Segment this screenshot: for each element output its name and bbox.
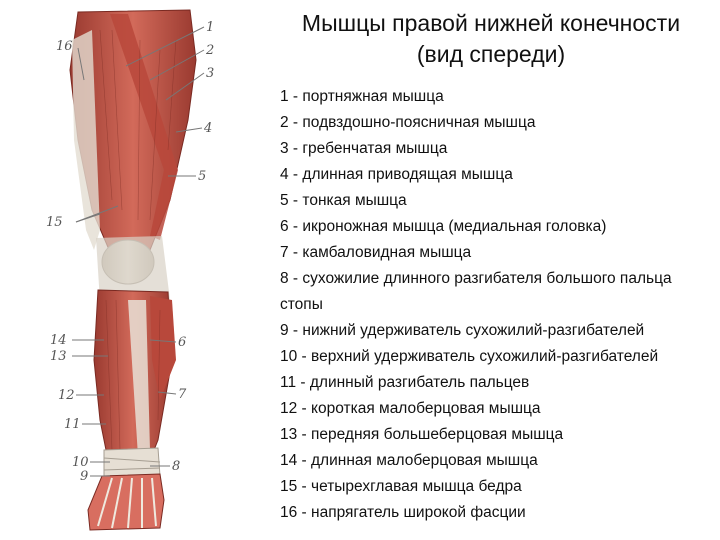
legend-item: 14 - длинная малоберцовая мышца — [280, 448, 716, 474]
legend-item: 2 - подвздошно-поясничная мышца — [280, 110, 716, 136]
figure-number-11: 11 — [64, 417, 81, 432]
legend-item: 7 - камбаловидная мышца — [280, 240, 716, 266]
figure-number-7: 7 — [178, 387, 187, 402]
retinaculum-shape — [104, 448, 160, 478]
legend-item: 3 - гребенчатая мышца — [280, 136, 716, 162]
legend-item: 10 - верхний удерживатель сухожилий-разг… — [280, 344, 716, 370]
title-line-1: Мышцы правой нижней конечности — [262, 8, 720, 39]
title-line-2: (вид спереди) — [262, 39, 720, 70]
legend-item: 16 - напрягатель широкой фасции — [280, 500, 716, 526]
figure-number-16: 16 — [56, 39, 73, 54]
legend-item: 13 - передняя большеберцовая мышца — [280, 422, 716, 448]
legend-list: 1 - портняжная мышца 2 - подвздошно-пояс… — [280, 84, 716, 526]
legend-item: 15 - четырехглавая мышца бедра — [280, 474, 716, 500]
figure-number-8: 8 — [172, 459, 180, 474]
legend-item: 5 - тонкая мышца — [280, 188, 716, 214]
legend-item: 4 - длинная приводящая мышца — [280, 162, 716, 188]
figure-number-15: 15 — [46, 215, 63, 230]
figure-number-14: 14 — [50, 333, 67, 348]
legend-item: 12 - короткая малоберцовая мышца — [280, 396, 716, 422]
figure-number-6: 6 — [178, 335, 186, 350]
figure-number-4: 4 — [203, 121, 212, 136]
page-title: Мышцы правой нижней конечности (вид спер… — [262, 8, 720, 70]
legend-item: 1 - портняжная мышца — [280, 84, 716, 110]
figure-number-1: 1 — [206, 20, 214, 35]
figure-number-5: 5 — [198, 169, 206, 184]
figure-number-9: 9 — [80, 469, 88, 484]
figure-number-10: 10 — [72, 455, 89, 470]
legend-item: 9 - нижний удерживатель сухожилий-разгиб… — [280, 318, 716, 344]
legend-item: 6 - икроножная мышца (медиальная головка… — [280, 214, 716, 240]
figure-number-2: 2 — [205, 43, 214, 58]
legend-item: 11 - длинный разгибатель пальцев — [280, 370, 716, 396]
leg-muscle-illustration: 1 2 3 4 5 16 15 14 13 12 11 10 9 6 7 8 — [0, 0, 262, 540]
figure-number-3: 3 — [206, 66, 214, 81]
legend-item: 8 - сухожилие длинного разгибателя больш… — [280, 266, 716, 318]
figure-number-13: 13 — [50, 349, 67, 364]
figure-number-12: 12 — [58, 388, 75, 403]
